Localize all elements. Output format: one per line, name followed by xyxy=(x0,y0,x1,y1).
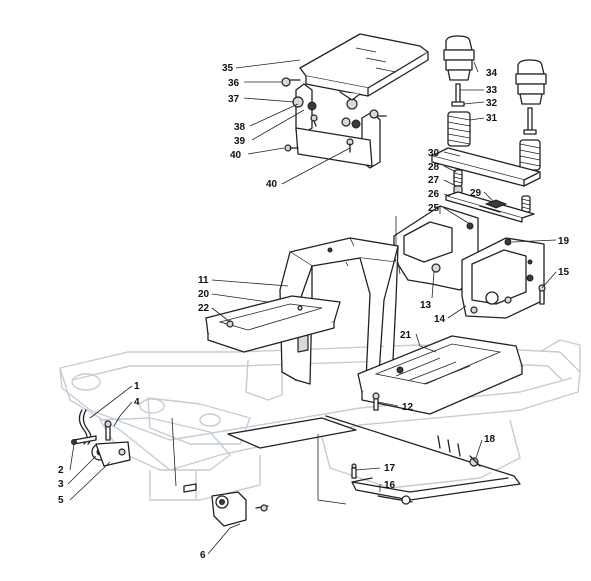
callout-26: 26 xyxy=(428,189,440,200)
rubber-bumper-left xyxy=(443,35,475,81)
callout-4: 4 xyxy=(134,397,140,408)
callout-32: 32 xyxy=(486,98,498,109)
callout-38: 38 xyxy=(234,122,246,133)
callout-2: 2 xyxy=(58,465,64,476)
callout-25: 25 xyxy=(428,203,440,214)
callout-1: 1 xyxy=(134,381,140,392)
callout-13-num: 13 xyxy=(420,300,432,311)
callout-30: 30 xyxy=(428,148,440,159)
callout-40-lower: 40 xyxy=(266,179,278,190)
coil-spring-left xyxy=(447,111,471,147)
callout-37: 37 xyxy=(228,94,240,105)
callout-16: 16 xyxy=(384,480,396,491)
callout-19: 19 xyxy=(558,236,570,247)
callout-12: 12 xyxy=(402,402,414,413)
callout-39: 39 xyxy=(234,136,246,147)
callout-20: 20 xyxy=(198,289,210,300)
callout-31: 31 xyxy=(486,113,498,124)
callout-6: 6 xyxy=(200,550,206,561)
rubber-bumper-right xyxy=(515,59,547,105)
callout-5: 5 xyxy=(58,495,64,506)
callout-35: 35 xyxy=(222,63,234,74)
callout-15: 15 xyxy=(558,267,570,278)
callout-34: 34 xyxy=(486,68,498,79)
callout-22: 22 xyxy=(198,303,210,314)
callout-18: 18 xyxy=(484,434,496,445)
callout-36: 36 xyxy=(228,78,240,89)
callout-40-top: 40 xyxy=(230,150,242,161)
callout-3: 3 xyxy=(58,479,64,490)
callout-11: 11 xyxy=(198,275,209,286)
callout-14: 14 xyxy=(434,314,446,325)
callout-29: 29 xyxy=(470,188,482,199)
seat-suspension xyxy=(431,35,547,223)
lower-linkage xyxy=(227,415,521,505)
callout-21: 21 xyxy=(400,330,412,341)
small-spring xyxy=(453,169,463,187)
seat-bracket-assembly xyxy=(281,33,429,169)
coil-spring-right xyxy=(519,139,541,171)
callout-28: 28 xyxy=(428,162,440,173)
callout-27: 27 xyxy=(428,175,440,186)
callout-labels: 35 36 37 38 39 40 40 34 33 32 31 30 28 2… xyxy=(58,63,570,561)
body-panels xyxy=(393,205,546,319)
callout-33: 33 xyxy=(486,85,498,96)
right-footrest xyxy=(357,335,523,415)
small-spring-right xyxy=(521,195,531,213)
chassis-ghost xyxy=(59,339,581,501)
backing-plate xyxy=(295,127,373,167)
left-hardware xyxy=(71,409,269,527)
leader-lines xyxy=(67,59,557,555)
callout-17: 17 xyxy=(384,463,396,474)
left-footrest xyxy=(205,295,341,353)
